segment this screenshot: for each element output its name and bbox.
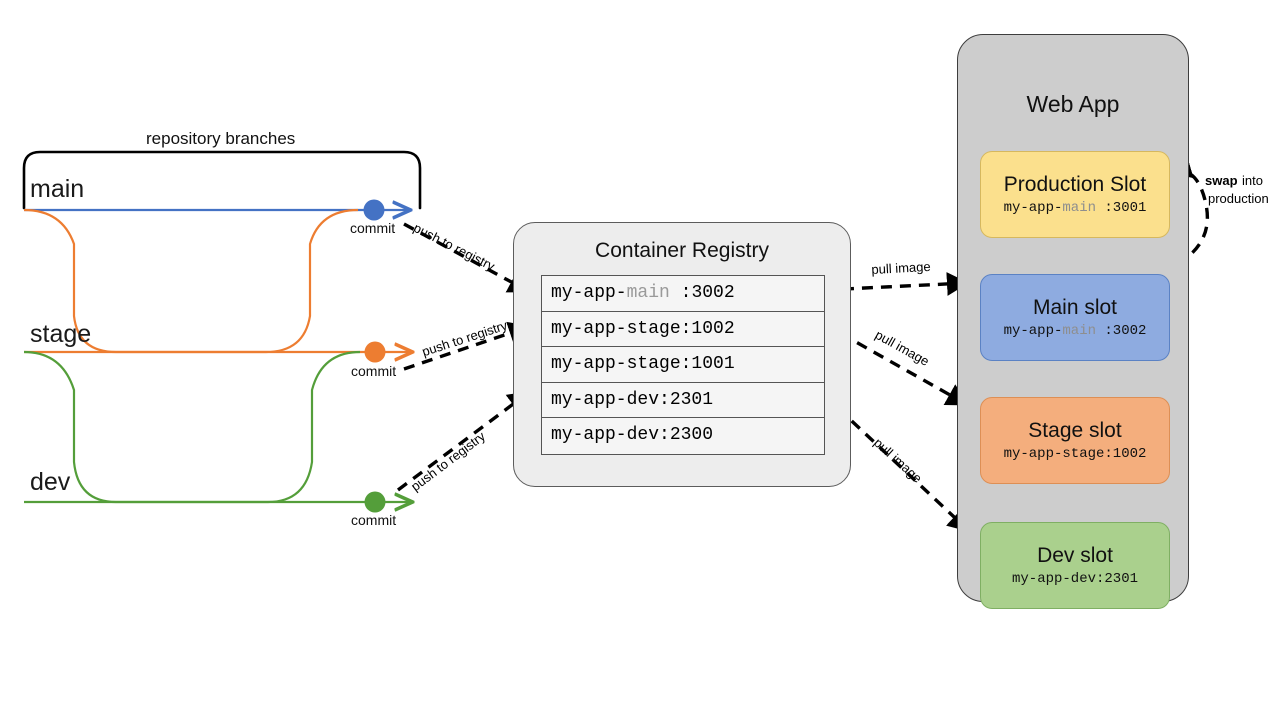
registry-image-branch: main [626,283,670,303]
slot-image-tag: :3002 [1096,323,1147,340]
registry-image-row[interactable]: my-app-dev:2301 [542,382,824,418]
slot-image-branch: main [1062,323,1096,340]
registry-image-prefix: my-app-dev:2300 [551,425,714,445]
registry-image-tag: :3002 [669,283,735,303]
registry-image-prefix: my-app-stage:1002 [551,318,735,339]
slot-image-prefix: my-app-dev:2301 [1011,571,1139,588]
registry-image-prefix: my-app-stage:1001 [551,354,735,374]
arrow-push-main [403,222,531,293]
slot-production[interactable]: Production Slot my-app-main :3001 [980,151,1170,238]
arrow-push-stage [403,321,531,371]
commit-label-stage: commit [351,363,397,379]
merge-curve-stage-to-main [23,208,359,354]
repository-bracket [22,150,422,210]
edge-label-swap-rest1: into [1241,173,1263,188]
registry-image-row[interactable]: my-app-dev:2300 [542,418,824,454]
slot-main-image: my-app-main :3002 [1004,323,1147,339]
slot-stage-name: Stage slot [1028,418,1122,442]
merge-curve-dev-to-stage [23,350,361,504]
branch-label-stage: stage [30,320,92,348]
container-registry-panel: Container Registry my-app-main :3002 my-… [513,222,851,487]
branch-line-main [24,199,408,221]
edge-label-swap-rest2: production [1208,191,1269,206]
container-registry-title: Container Registry [595,239,769,262]
slot-image-prefix: my-app- [1003,323,1063,340]
arrow-pull-dev [822,393,970,532]
slot-dev-name: Dev slot [1037,543,1113,567]
registry-image-row[interactable]: my-app-stage:1002 [542,311,824,347]
slot-image-tag: :3001 [1096,200,1147,217]
slot-main[interactable]: Main slot my-app-main :3002 [980,274,1170,361]
slot-image-prefix: my-app-stage:1002 [1003,446,1147,463]
slot-stage[interactable]: Stage slot my-app-stage:1002 [980,397,1170,484]
slot-production-image: my-app-main :3001 [1004,200,1147,216]
commit-label-main: commit [350,220,396,236]
slot-stage-image: my-app-stage:1002 [1004,446,1147,462]
slot-image-prefix: my-app- [1003,200,1063,217]
registry-image-prefix: my-app- [551,283,627,303]
registry-image-prefix: my-app-dev:2301 [551,389,714,410]
slot-image-branch: main [1062,200,1096,217]
registry-image-row[interactable]: my-app-main :3002 [542,276,824,312]
edge-label-swap: swap into [1205,172,1263,190]
slot-dev-image: my-app-dev:2301 [1012,571,1138,587]
slot-main-name: Main slot [1032,295,1118,319]
commit-dot-stage [364,341,386,363]
arrow-push-dev [396,391,531,492]
edge-label-pull-main: pull image [871,258,931,277]
registry-image-row[interactable]: my-app-stage:1001 [542,347,824,383]
branch-label-main: main [30,175,85,203]
commit-dot-main [363,199,385,221]
commit-label-dev: commit [351,512,397,528]
slot-dev[interactable]: Dev slot my-app-dev:2301 [980,522,1170,609]
container-registry-image-list: my-app-main :3002 my-app-stage:1002 my-a… [541,275,825,455]
branch-label-dev: dev [30,468,71,496]
web-app-panel: Web App Production Slot my-app-main :300… [957,34,1189,609]
repository-bracket-label: repository branches [146,129,296,148]
commit-dot-dev [364,491,386,513]
web-app-title: Web App [1026,91,1120,117]
edge-label-swap-bold: swap [1205,173,1238,188]
slot-production-name: Production Slot [1003,172,1147,196]
